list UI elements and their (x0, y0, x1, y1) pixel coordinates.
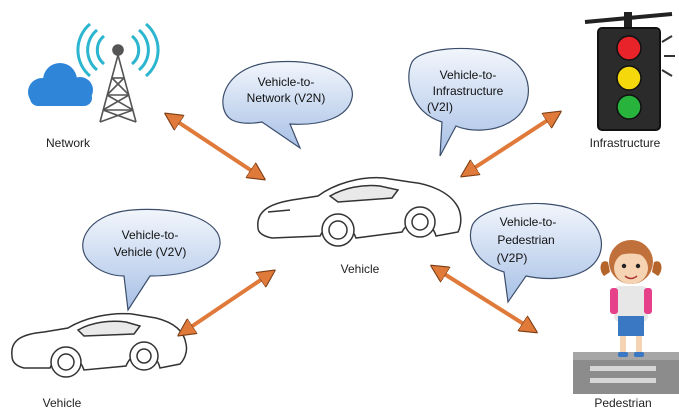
bubble-v2i-line2: Infrastructure (433, 84, 504, 98)
arrow-vehicle-pedestrian (438, 270, 530, 328)
pedestrian-label: Pedestrian (594, 396, 651, 409)
arrow-infrastructure-vehicle (468, 116, 554, 172)
bubble-v2v-line2: Vehicle (V2V) (114, 245, 187, 259)
bubble-v2p: Vehicle-to- Pedestrian (V2P) (470, 202, 602, 304)
bubble-v2n-line1: Vehicle-to- (258, 75, 315, 89)
infrastructure-label: Infrastructure (590, 136, 661, 150)
pedestrian-icon (573, 240, 679, 394)
vehicle-left-label: Vehicle (43, 396, 82, 409)
bubble-v2i: Vehicle-to- Infrastructure (V2I) (408, 47, 529, 157)
radio-tower-icon (76, 22, 160, 123)
vehicle-center-icon (257, 176, 462, 247)
cloud-icon (28, 63, 93, 106)
bubble-v2n-line2: Network (V2N) (247, 91, 326, 105)
bubble-v2p-line1: Vehicle-to- (500, 215, 557, 229)
arrow-vehicle-vehicle (185, 275, 268, 331)
vehicle-left-icon (11, 312, 188, 378)
arrow-network-vehicle (172, 118, 258, 175)
traffic-light-icon (584, 12, 675, 131)
bubble-v2v-line1: Vehicle-to- (122, 228, 179, 242)
network-icon (28, 22, 160, 123)
bubble-v2p-line2: Pedestrian (497, 233, 554, 247)
arrows (172, 116, 554, 331)
bubble-v2p-line3: (V2P) (497, 251, 528, 265)
bubble-v2v: Vehicle-to- Vehicle (V2V) (82, 208, 221, 312)
bubble-v2i-line3: (V2I) (427, 100, 453, 114)
bubble-v2n: Vehicle-to- Network (V2N) (222, 60, 353, 150)
network-label: Network (46, 136, 91, 150)
vehicle-center-label: Vehicle (341, 262, 380, 276)
bubble-v2i-line1: Vehicle-to- (440, 68, 497, 82)
